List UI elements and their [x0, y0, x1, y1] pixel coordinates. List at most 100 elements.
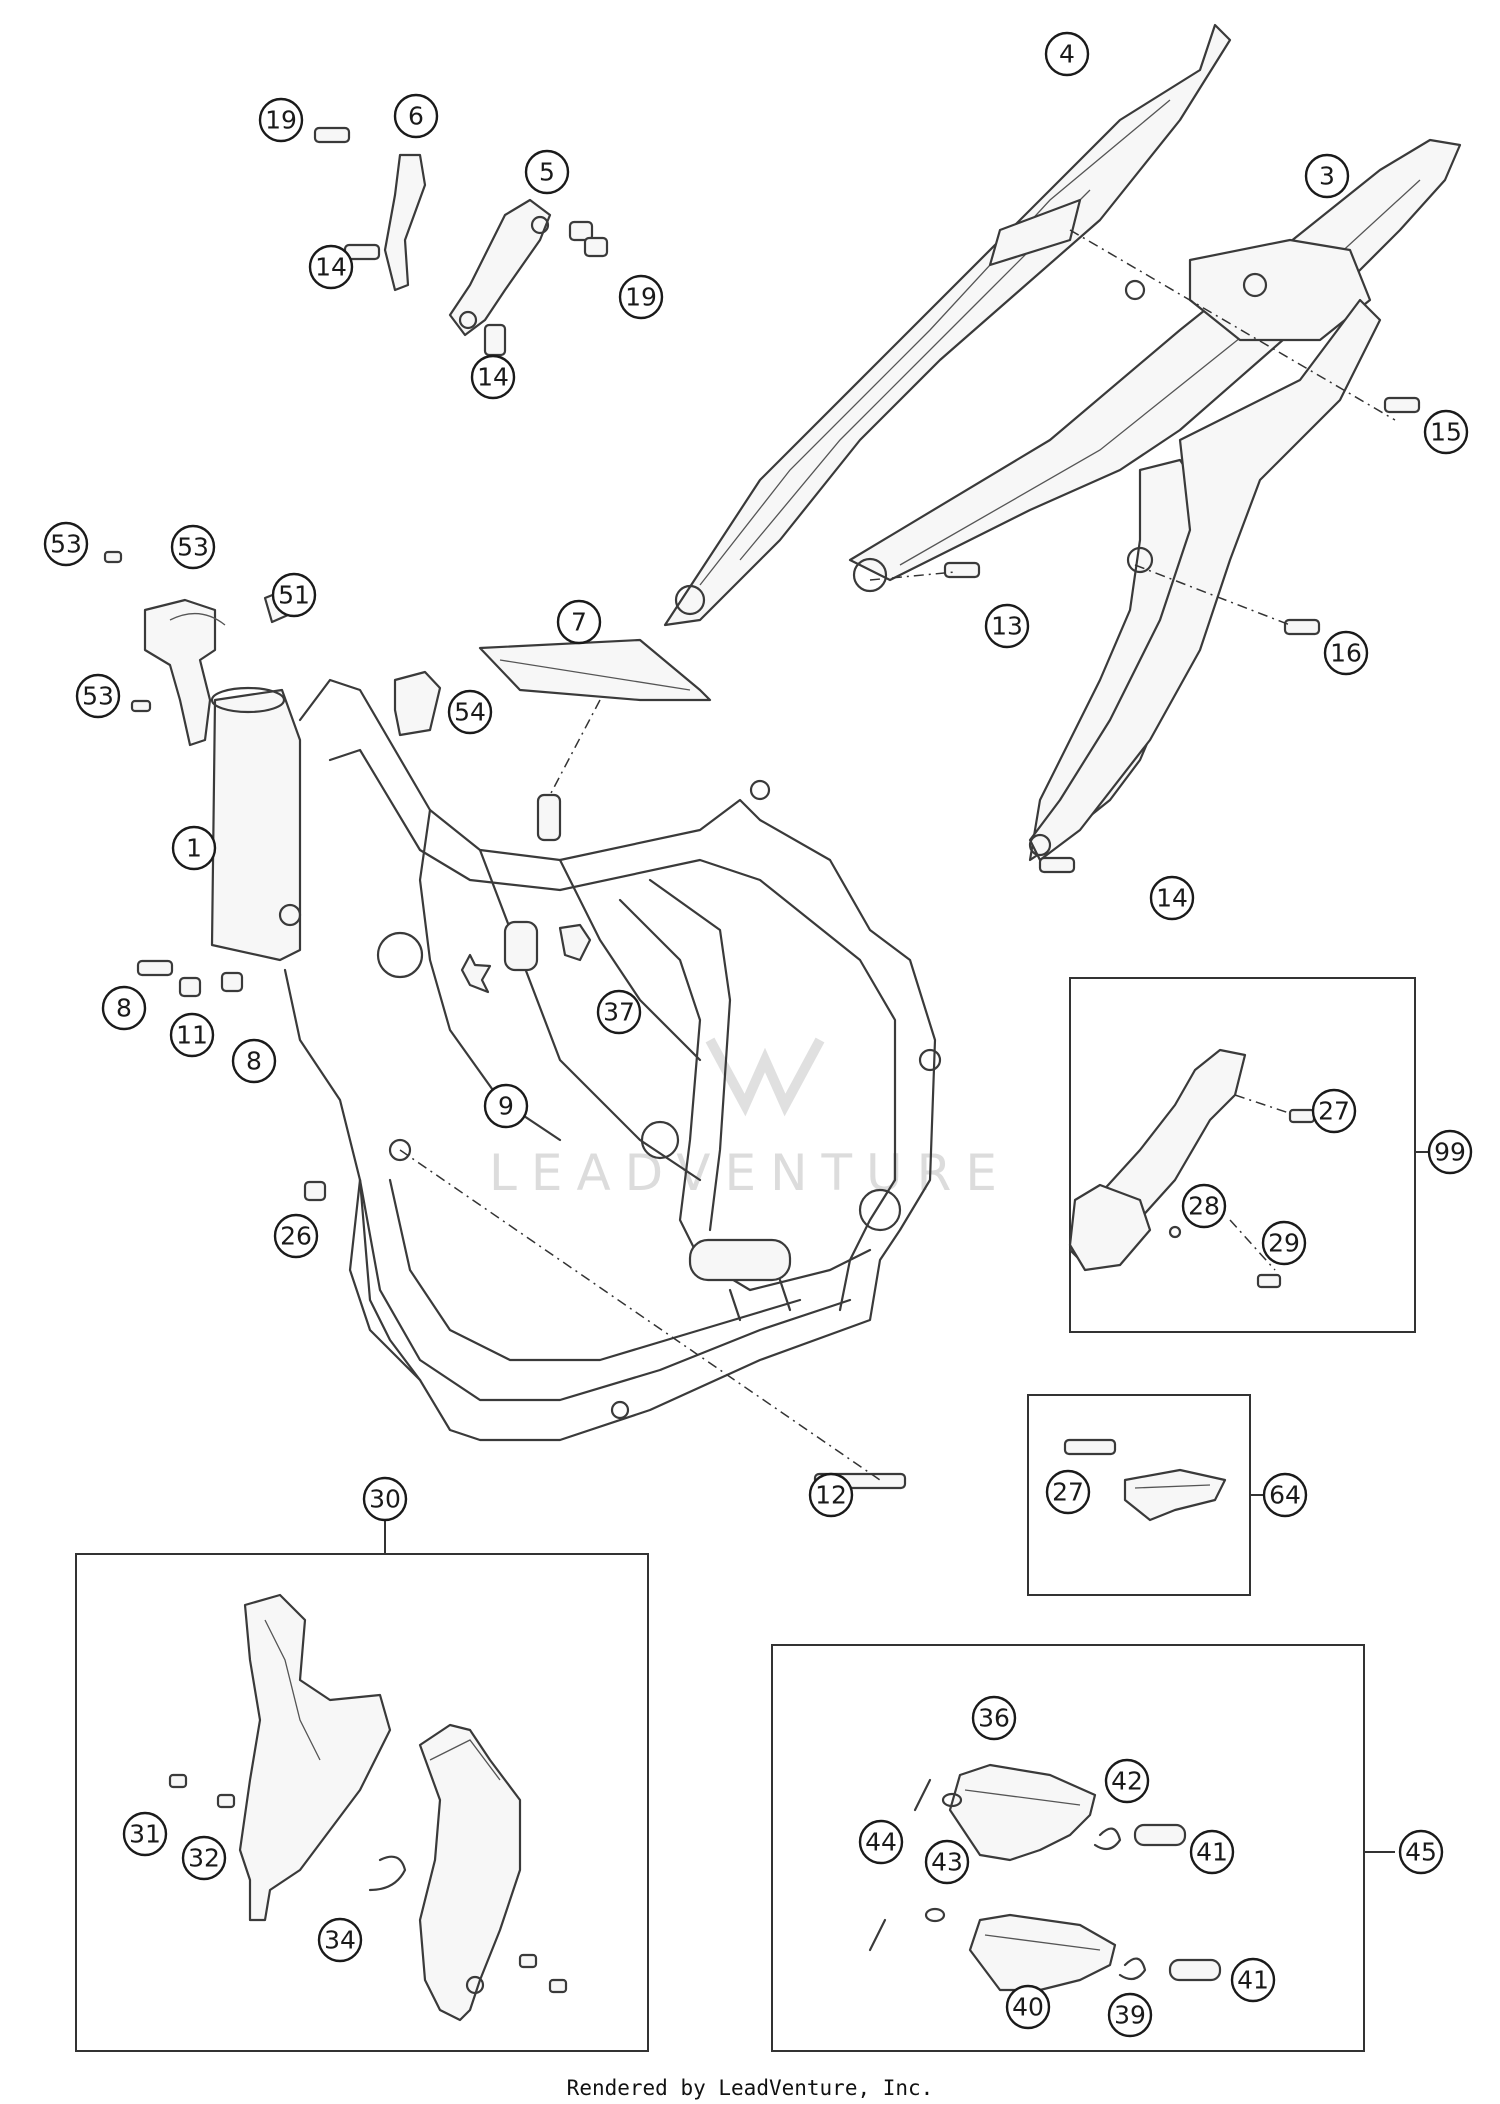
callout-53b: 53	[75, 673, 121, 719]
callout-9: 9	[483, 1083, 529, 1129]
callout-99: 99	[1427, 1129, 1473, 1175]
watermark-text: LEADVENTURE	[489, 1144, 1011, 1202]
svg-text:8: 8	[116, 994, 132, 1023]
svg-text:28: 28	[1188, 1192, 1220, 1221]
callout-42: 42	[1104, 1758, 1150, 1804]
callout-53a: 53	[43, 521, 89, 567]
callout-64: 64	[1262, 1472, 1308, 1518]
svg-text:14: 14	[477, 363, 509, 392]
svg-text:29: 29	[1268, 1229, 1300, 1258]
svg-text:34: 34	[324, 1926, 356, 1955]
svg-text:53: 53	[50, 530, 82, 559]
callout-15: 15	[1423, 409, 1469, 455]
svg-text:53: 53	[82, 682, 114, 711]
bracket-52-drawing	[143, 598, 226, 747]
svg-text:64: 64	[1269, 1481, 1301, 1510]
callout-54: 54	[447, 689, 493, 735]
svg-text:40: 40	[1012, 1993, 1044, 2022]
detail-box-30	[75, 1553, 649, 2052]
callout-34: 34	[317, 1917, 363, 1963]
callout-51: 51	[271, 572, 317, 618]
callout-29: 29	[1261, 1220, 1307, 1266]
callout-52: 53	[170, 524, 216, 570]
callout-12: 12	[808, 1472, 854, 1518]
callout-32: 32	[181, 1835, 227, 1881]
callout-27b: 27	[1045, 1469, 1091, 1515]
callout-44: 44	[858, 1819, 904, 1865]
svg-text:31: 31	[129, 1820, 161, 1849]
svg-text:4: 4	[1059, 40, 1075, 69]
callout-13: 13	[984, 603, 1030, 649]
callout-5: 5	[524, 149, 570, 195]
callout-4: 4	[1044, 31, 1090, 77]
callout-7: 7	[556, 599, 602, 645]
svg-text:11: 11	[176, 1021, 208, 1050]
watermark-logo	[705, 1037, 825, 1117]
svg-text:13: 13	[991, 612, 1023, 641]
svg-text:41: 41	[1237, 1966, 1269, 1995]
callout-8a: 8	[101, 985, 147, 1031]
callout-40: 40	[1005, 1984, 1051, 2030]
detail-45-drawing	[868, 1763, 1222, 1992]
svg-text:43: 43	[931, 1848, 963, 1877]
callout-41b: 41	[1230, 1957, 1276, 2003]
detail-30-drawing	[168, 1593, 568, 2022]
callout-14c: 14	[1149, 875, 1195, 921]
svg-text:9: 9	[498, 1092, 514, 1121]
callout-43: 43	[924, 1839, 970, 1885]
callout-16: 16	[1323, 630, 1369, 676]
callout-28: 28	[1181, 1183, 1227, 1229]
svg-text:1: 1	[186, 834, 202, 863]
svg-text:14: 14	[1156, 884, 1188, 913]
callout-37: 37	[596, 989, 642, 1035]
callout-1: 1	[171, 825, 217, 871]
svg-text:51: 51	[278, 581, 310, 610]
svg-text:42: 42	[1111, 1767, 1143, 1796]
detail-99-drawing	[1068, 1048, 1316, 1289]
svg-text:26: 26	[280, 1222, 312, 1251]
svg-text:5: 5	[539, 158, 555, 187]
callout-26: 26	[273, 1213, 319, 1259]
svg-text:32: 32	[188, 1844, 220, 1873]
svg-text:27: 27	[1318, 1097, 1350, 1126]
footer-credit: Rendered by LeadVenture, Inc.	[566, 2076, 934, 2100]
svg-text:39: 39	[1114, 2001, 1146, 2030]
callout-39: 39	[1107, 1992, 1153, 2038]
detail-box-99	[1069, 977, 1416, 1333]
svg-text:54: 54	[454, 698, 486, 727]
assembly-axes	[399, 229, 1396, 1481]
callout-19: 19	[258, 97, 304, 143]
svg-text:8: 8	[246, 1047, 262, 1076]
svg-text:3: 3	[1319, 162, 1335, 191]
svg-text:53: 53	[177, 533, 209, 562]
svg-text:45: 45	[1405, 1838, 1437, 1867]
detail-box-45	[771, 1644, 1365, 2052]
svg-text:7: 7	[571, 608, 587, 637]
callout-11: 11	[169, 1012, 215, 1058]
rear-subframe-drawing	[663, 23, 1462, 862]
callout-8b: 8	[231, 1038, 277, 1084]
svg-text:14: 14	[315, 253, 347, 282]
callout-3: 3	[1304, 153, 1350, 199]
svg-text:37: 37	[603, 998, 635, 1027]
svg-text:12: 12	[815, 1481, 847, 1510]
svg-text:16: 16	[1330, 639, 1362, 668]
brackets-5-6-drawing	[383, 153, 552, 337]
svg-text:30: 30	[369, 1485, 401, 1514]
svg-text:15: 15	[1430, 418, 1462, 447]
callout-14a: 14	[308, 244, 354, 290]
detail-64-drawing	[1063, 1438, 1227, 1522]
callout-41a: 41	[1189, 1829, 1235, 1875]
svg-text:19: 19	[265, 106, 297, 135]
callout-36: 36	[971, 1695, 1017, 1741]
svg-text:36: 36	[978, 1704, 1010, 1733]
svg-text:44: 44	[865, 1828, 897, 1857]
svg-text:19: 19	[625, 283, 657, 312]
callout-31: 31	[122, 1811, 168, 1857]
svg-text:99: 99	[1434, 1138, 1466, 1167]
callout-45: 45	[1398, 1829, 1444, 1875]
callout-30: 30	[362, 1476, 408, 1522]
callout-19b: 19	[618, 274, 664, 320]
svg-text:27: 27	[1052, 1478, 1084, 1507]
